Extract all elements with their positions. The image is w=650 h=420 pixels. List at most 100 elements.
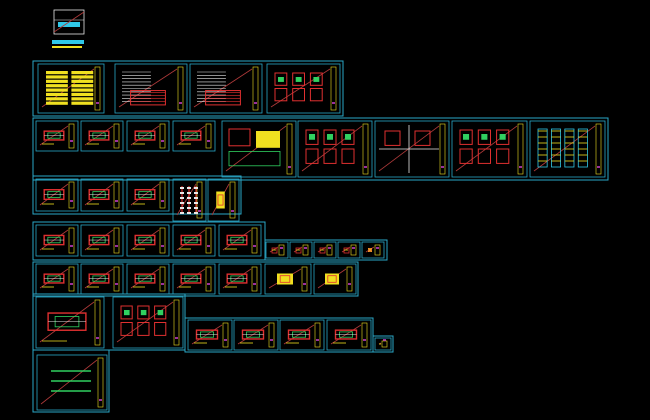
table-cell [46, 92, 68, 97]
title-block [229, 181, 236, 219]
drawing-sheet-41 [326, 319, 372, 351]
title-block [68, 227, 75, 254]
rebar-col [577, 128, 588, 168]
sheet-border [80, 120, 124, 152]
detail-fill [327, 134, 333, 140]
title-block [159, 227, 166, 254]
sheet-border [265, 241, 289, 259]
key-sheet-border [53, 9, 85, 35]
detail-box [477, 148, 491, 164]
detail-box [341, 148, 355, 164]
drawing-sheet-6 [80, 120, 124, 152]
drawing-sheet-7 [126, 120, 170, 152]
sheet-border [451, 120, 528, 178]
column-tie [187, 212, 191, 214]
drawing-sheet-5 [35, 120, 79, 152]
table-cell [46, 84, 68, 88]
group-frame-5 [264, 239, 388, 261]
grid-box [414, 130, 431, 146]
sheet-diagonal [270, 68, 331, 108]
title-block [159, 181, 166, 209]
title-block [173, 299, 180, 346]
detail-box [341, 129, 355, 145]
panel-fill [368, 248, 372, 252]
title-block [326, 244, 333, 256]
table-cell [71, 101, 94, 105]
column-tie [180, 192, 184, 194]
title-block [113, 227, 120, 254]
sheet-diagonal [41, 68, 95, 108]
sheet-border [218, 224, 262, 257]
table-cell [46, 97, 68, 101]
table-cell [71, 92, 94, 97]
detail-box [154, 305, 167, 320]
drawing-sheet-25 [289, 241, 313, 259]
schedule-box [205, 90, 241, 106]
table-cell [71, 88, 94, 92]
title-block [94, 66, 101, 111]
panel-inner [368, 248, 372, 252]
title-block [330, 66, 337, 111]
drawing-sheet-11 [374, 120, 450, 178]
drawing-sheet-27 [337, 241, 361, 259]
column-tie [180, 212, 184, 214]
mixed-box [228, 150, 281, 167]
drawing-sheet-13 [529, 120, 606, 178]
sheet-border [112, 296, 184, 349]
group-frame-2 [32, 117, 609, 181]
key-fill [58, 22, 80, 27]
column-tie [180, 207, 184, 209]
table-cell [71, 84, 94, 88]
title-block [97, 357, 104, 408]
column-tie [187, 202, 191, 204]
detail-box [292, 88, 306, 102]
rebar-col [564, 128, 575, 168]
sheet-border [80, 224, 124, 257]
drawing-sheet-14 [35, 178, 79, 212]
title-block [302, 244, 309, 256]
sheet-border [114, 63, 188, 114]
drawing-sheet-42 [374, 337, 392, 351]
sheet-border [266, 63, 341, 114]
column-tie [194, 197, 198, 199]
title-block [268, 322, 275, 348]
drawing-sheet-21 [126, 224, 170, 257]
detail-fill [313, 77, 320, 82]
title-block [196, 181, 203, 219]
drawing-sheet-8 [172, 120, 216, 152]
sheet-border [36, 354, 108, 411]
table-cell [71, 79, 94, 83]
title-block [159, 123, 166, 149]
sheet-border [126, 263, 170, 295]
table-cell [46, 75, 68, 79]
title-block [314, 322, 321, 348]
column-tie [194, 187, 198, 189]
column-tie [180, 187, 184, 189]
detail-box [305, 129, 319, 145]
drawing-sheet-37 [112, 296, 184, 349]
title-block [205, 227, 212, 254]
sheet-border [172, 120, 216, 152]
group-frame-8 [184, 317, 374, 353]
sheet-border [189, 63, 263, 114]
mixed-fill [256, 131, 280, 148]
drawing-sheet-4 [266, 63, 341, 114]
column-tie [187, 192, 191, 194]
title-block [286, 123, 293, 175]
rebar-col [551, 128, 561, 168]
drawing-sheet-34 [264, 263, 312, 295]
grid-box [384, 130, 401, 146]
detail-fill [345, 134, 351, 140]
title-block [177, 66, 184, 111]
tiny-box [295, 247, 302, 254]
drawing-sheet-30 [80, 263, 124, 295]
sheet-border [187, 319, 233, 351]
title-block [68, 123, 75, 149]
title-block [159, 266, 166, 292]
detail-fill [499, 134, 506, 140]
sheet-diagonal [53, 11, 85, 33]
column-tie [187, 207, 191, 209]
group-frame-9 [372, 335, 394, 353]
sheet-diagonal [176, 183, 197, 216]
